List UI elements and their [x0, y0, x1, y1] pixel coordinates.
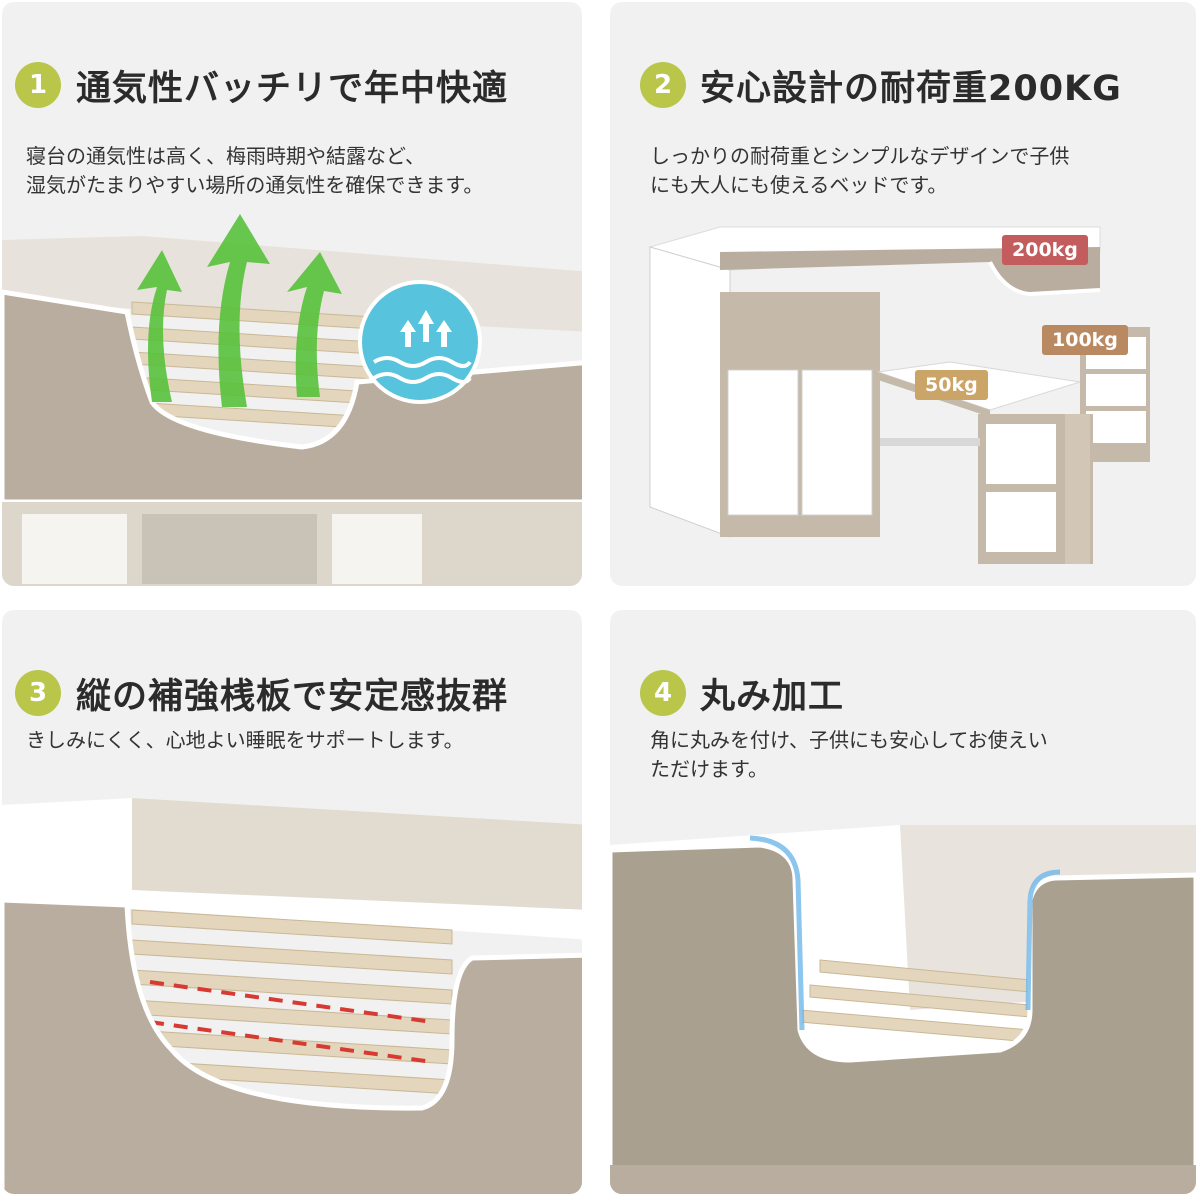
feature-panel-ventilation: 1 通気性バッチリで年中快適 寝台の通気性は高く、梅雨時期や結露など、 湿気がた… — [2, 2, 582, 586]
feature-title: 丸み加工 — [700, 677, 845, 717]
feature-title: 縦の補強桟板で安定感抜群 — [76, 677, 509, 717]
feature-description: 寝台の通気性は高く、梅雨時期や結露など、 湿気がたまりやすい場所の通気性を確保で… — [26, 142, 571, 200]
feature-title: 通気性バッチリで年中快適 — [76, 69, 509, 109]
feature-panel-load-capacity: 2 安心設計の耐荷重200KG しっかりの耐荷重とシンプルなデザインで子供 にも… — [610, 2, 1196, 586]
feature-description: しっかりの耐荷重とシンプルなデザインで子供 にも大人にも使えるベッドです。 — [650, 142, 1195, 200]
description-line: 湿気がたまりやすい場所の通気性を確保できます。 — [26, 173, 484, 197]
bed-ventilation-illustration — [2, 214, 582, 586]
weight-tag-100kg: 100kg — [1042, 325, 1128, 355]
feature-number-badge: 4 — [640, 670, 686, 716]
feature-number-badge: 2 — [640, 62, 686, 108]
feature-number-badge: 3 — [15, 670, 61, 716]
rounded-edge-illustration — [610, 825, 1196, 1194]
feature-description: 角に丸みを付け、子供にも安心してお使えい ただけます。 — [650, 726, 1195, 784]
weight-tag-50kg: 50kg — [915, 370, 988, 400]
feature-number-badge: 1 — [15, 62, 61, 108]
description-line: 角に丸みを付け、子供にも安心してお使えい — [650, 728, 1048, 752]
feature-panel-rounded-corners: 4 丸み加工 角に丸みを付け、子供にも安心してお使えい ただけます。 — [610, 610, 1196, 1194]
feature-panel-reinforcement: 3 縦の補強桟板で安定感抜群 きしみにくく、心地よい睡眠をサポートします。 — [2, 610, 582, 1194]
description-line: しっかりの耐荷重とシンプルなデザインで子供 — [650, 144, 1070, 168]
bed-with-desk-illustration — [648, 226, 1150, 564]
feature-description: きしみにくく、心地よい睡眠をサポートします。 — [26, 726, 571, 755]
description-line: ただけます。 — [650, 757, 768, 781]
weight-tag-200kg: 200kg — [1002, 235, 1088, 265]
feature-title: 安心設計の耐荷重200KG — [700, 69, 1122, 109]
description-line: にも大人にも使えるベッドです。 — [650, 173, 948, 197]
description-line: 寝台の通気性は高く、梅雨時期や結露など、 — [26, 144, 425, 168]
description-line: きしみにくく、心地よい睡眠をサポートします。 — [26, 728, 464, 752]
reinforced-slats-illustration — [2, 798, 582, 1194]
